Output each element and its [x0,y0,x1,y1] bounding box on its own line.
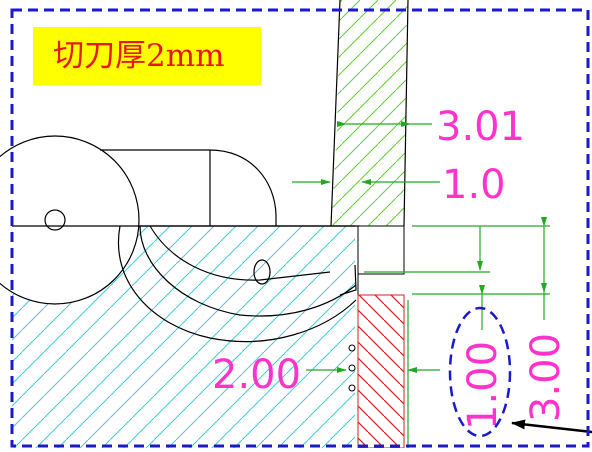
cutter-thickness-note: 切刀厚2mm [33,27,261,85]
dimension-lines [292,121,550,448]
dim-3-01: 3.01 [436,104,525,150]
tool-holder [330,0,409,227]
frame-border [10,8,590,448]
dim-1-0: 1.0 [442,162,506,208]
dimension-texts: 3.01 1.0 2.00 1.00 3.00 [212,104,569,430]
dim-2-00: 2.00 [212,352,301,398]
highlight-ellipse [448,306,512,438]
cutter-wheel-assembly [0,135,357,343]
dim-1-00: 1.00 [460,341,506,430]
dim-3-00: 3.00 [523,333,569,422]
cutter-blade [357,294,405,449]
pointer-arrow [511,419,592,434]
edge-dots [348,344,356,392]
